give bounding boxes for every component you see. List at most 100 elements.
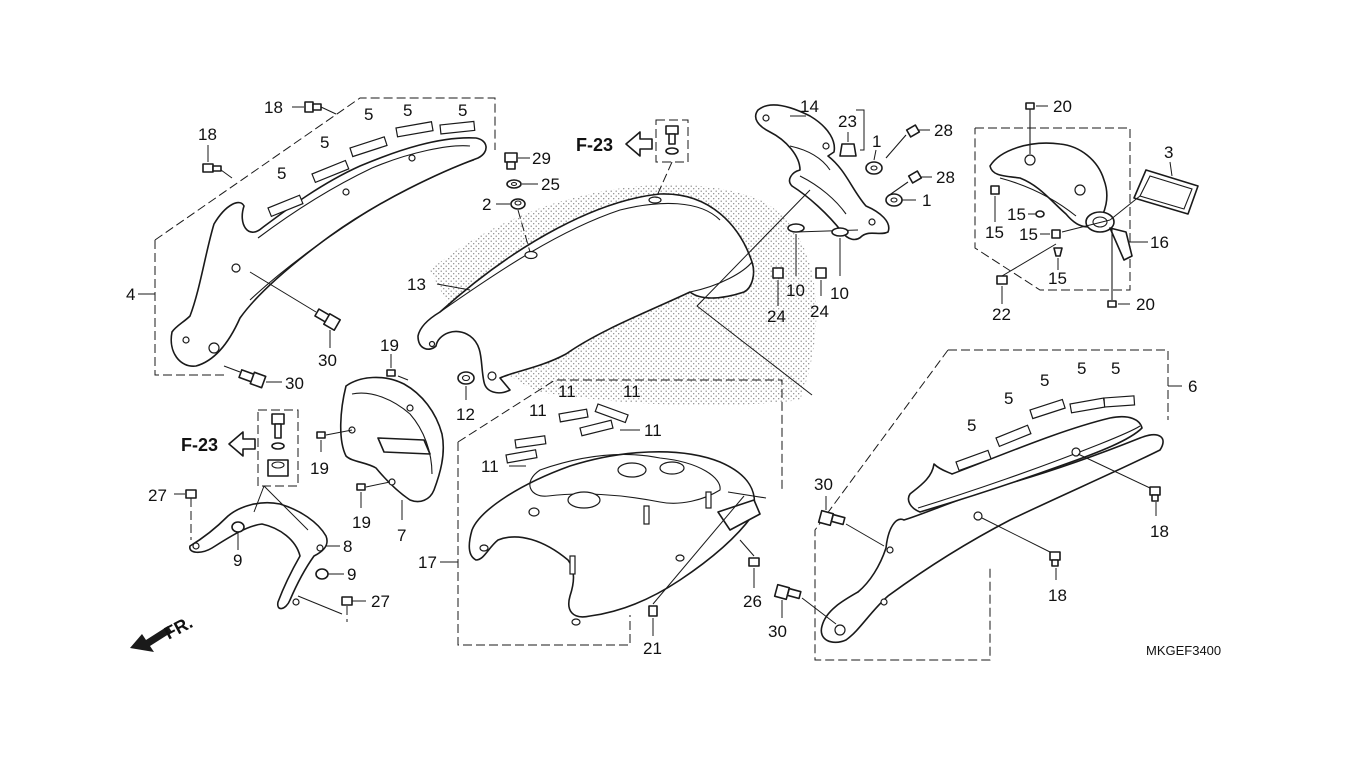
callout-5: 5 [1040, 371, 1049, 390]
grommet-1-icon [865, 149, 883, 175]
callout-29: 29 [532, 149, 551, 168]
callout-13: 13 [407, 275, 426, 294]
callout-17: 17 [418, 553, 437, 572]
bolt-18-icon [292, 101, 337, 115]
callout-23: 23 [838, 112, 857, 131]
callout-11: 11 [529, 401, 547, 420]
callout-26: 26 [743, 592, 762, 611]
splash-guard-group [316, 354, 445, 520]
callout-18: 18 [1048, 586, 1067, 605]
bolt-30-icon [249, 271, 341, 348]
callout-5: 5 [364, 105, 373, 124]
nut-24-icon [772, 267, 784, 306]
lens-3-icon [1109, 161, 1199, 221]
front-marker-label: FR. [161, 612, 196, 643]
callout-5: 5 [1004, 389, 1013, 408]
bolt-30-icon [773, 583, 837, 625]
screw-20-icon [1025, 102, 1048, 154]
screw-19-icon [386, 354, 409, 381]
bolt-18-icon [202, 145, 233, 179]
left-arrow-icon [228, 431, 256, 457]
callout-7: 7 [397, 526, 406, 545]
callout-10: 10 [786, 281, 805, 300]
callout-24: 24 [810, 302, 829, 321]
inner-fender-group [440, 379, 783, 646]
nut-10-icon [831, 227, 849, 276]
callout-5: 5 [458, 101, 467, 120]
callout-18: 18 [264, 98, 283, 117]
callout-19: 19 [352, 513, 371, 532]
callout-11: 11 [558, 382, 576, 401]
callout-20: 20 [1136, 295, 1155, 314]
license-light-group [974, 102, 1199, 308]
callout-12: 12 [456, 405, 475, 424]
diagram-code: MKGEF3400 [1146, 643, 1221, 658]
screw-26-icon [739, 539, 760, 588]
callout-5: 5 [1111, 359, 1120, 378]
callout-24: 24 [767, 307, 786, 326]
callout-1: 1 [872, 132, 881, 151]
screw-19-icon [356, 481, 391, 508]
nut-9-icon [315, 568, 344, 580]
callout-labels: 1 1 2 3 4 5 5 5 5 5 5 5 5 5 5 6 7 8 9 9 … [126, 97, 1221, 658]
bolt-30-icon [817, 496, 885, 547]
nut-10-icon [787, 223, 805, 276]
right-side-rail-group [773, 349, 1182, 661]
screw-20-icon [1107, 228, 1130, 308]
page-ref-label: F-23 [576, 135, 613, 155]
callout-2: 2 [482, 195, 491, 214]
callout-9: 9 [233, 551, 242, 570]
page-ref-f23-upper[interactable]: F-23 [576, 119, 689, 199]
bolt-29-icon [504, 152, 530, 170]
callout-3: 3 [1164, 143, 1173, 162]
callout-11: 11 [481, 457, 499, 476]
callout-28: 28 [936, 168, 955, 187]
callout-5: 5 [1077, 359, 1086, 378]
callout-19: 19 [380, 336, 399, 355]
callout-22: 22 [992, 305, 1011, 324]
bolt-18-icon [981, 517, 1061, 580]
bolt-30-icon [223, 365, 282, 389]
callout-27: 27 [148, 486, 167, 505]
callout-14: 14 [800, 97, 819, 116]
callout-25: 25 [541, 175, 560, 194]
callout-15: 15 [1007, 205, 1026, 224]
callout-15: 15 [985, 223, 1004, 242]
callout-5: 5 [320, 133, 329, 152]
callout-27: 27 [371, 592, 390, 611]
screw-19-icon [316, 429, 353, 452]
callout-6: 6 [1188, 377, 1197, 396]
callout-30: 30 [285, 374, 304, 393]
callout-11: 11 [644, 421, 662, 440]
left-arrow-icon [625, 131, 653, 157]
nut-24-icon [815, 267, 827, 296]
callout-1: 1 [922, 191, 931, 210]
grommet-12-icon [457, 371, 475, 400]
front-direction-arrow: FR. [130, 612, 196, 652]
callout-21: 21 [643, 639, 662, 658]
bolt-27-icon [297, 595, 366, 622]
callout-18: 18 [198, 125, 217, 144]
bolt-18-icon [1077, 453, 1161, 516]
page-ref-f23-lower[interactable]: F-23 [181, 409, 299, 487]
callout-16: 16 [1150, 233, 1169, 252]
callout-18: 18 [1150, 522, 1169, 541]
callout-28: 28 [934, 121, 953, 140]
callout-15: 15 [1019, 225, 1038, 244]
callout-4: 4 [126, 285, 135, 304]
page-ref-label: F-23 [181, 435, 218, 455]
nut-9-icon [231, 521, 245, 550]
washer-25-icon [506, 179, 538, 189]
arrow-icon [130, 626, 172, 652]
callout-20: 20 [1053, 97, 1072, 116]
bolt-28-icon [887, 170, 932, 197]
callout-15: 15 [1048, 269, 1067, 288]
bracket-8-group [174, 485, 366, 622]
grommet-2-icon [496, 198, 531, 253]
license-bracket-group [696, 104, 932, 396]
callout-5: 5 [403, 101, 412, 120]
callout-8: 8 [343, 537, 352, 556]
callout-9: 9 [347, 565, 356, 584]
clip-21-icon [648, 495, 745, 636]
